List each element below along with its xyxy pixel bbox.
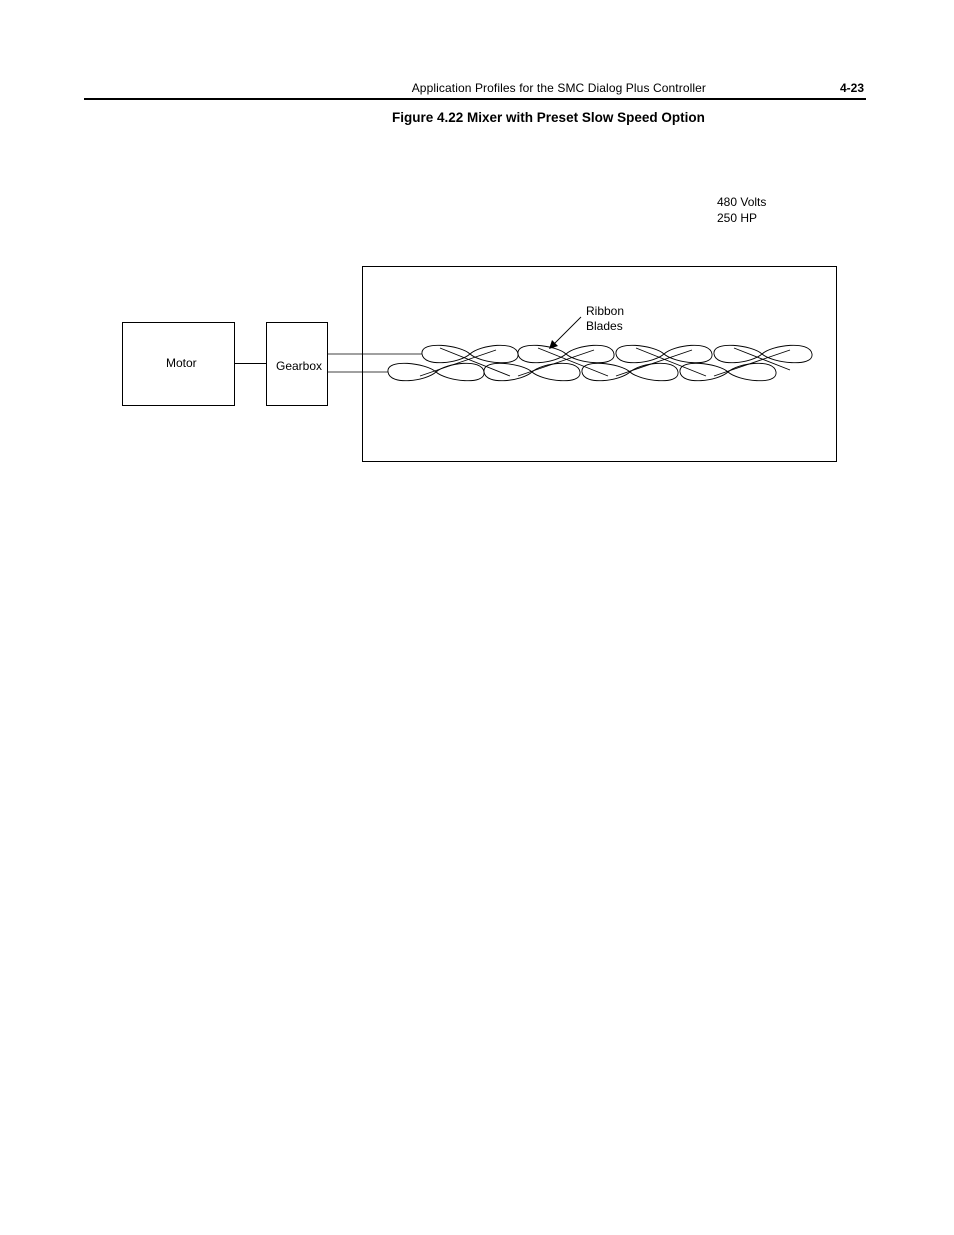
- horsepower-rating: 250 HP: [717, 211, 758, 225]
- drive-shafts: [327, 353, 422, 373]
- motor-label: Motor: [166, 356, 197, 370]
- ribbon-label-line1: Ribbon: [586, 304, 624, 318]
- figure-caption: Figure 4.22 Mixer with Preset Slow Speed…: [392, 110, 705, 125]
- ribbon-callout-arrowhead: [549, 340, 558, 349]
- gearbox-label: Gearbox: [276, 359, 322, 373]
- gearbox-box: [266, 322, 328, 406]
- ribbon-blades: [387, 344, 813, 382]
- mixer-vessel: [362, 266, 837, 462]
- page-number: 4-23: [839, 81, 864, 95]
- running-header: Application Profiles for the SMC Dialog …: [411, 81, 706, 95]
- ribbon-callout-line: [552, 316, 582, 346]
- voltage-rating: 480 Volts: [717, 195, 767, 209]
- header-rule: [84, 98, 866, 100]
- ribbon-label-line2: Blades: [586, 319, 623, 333]
